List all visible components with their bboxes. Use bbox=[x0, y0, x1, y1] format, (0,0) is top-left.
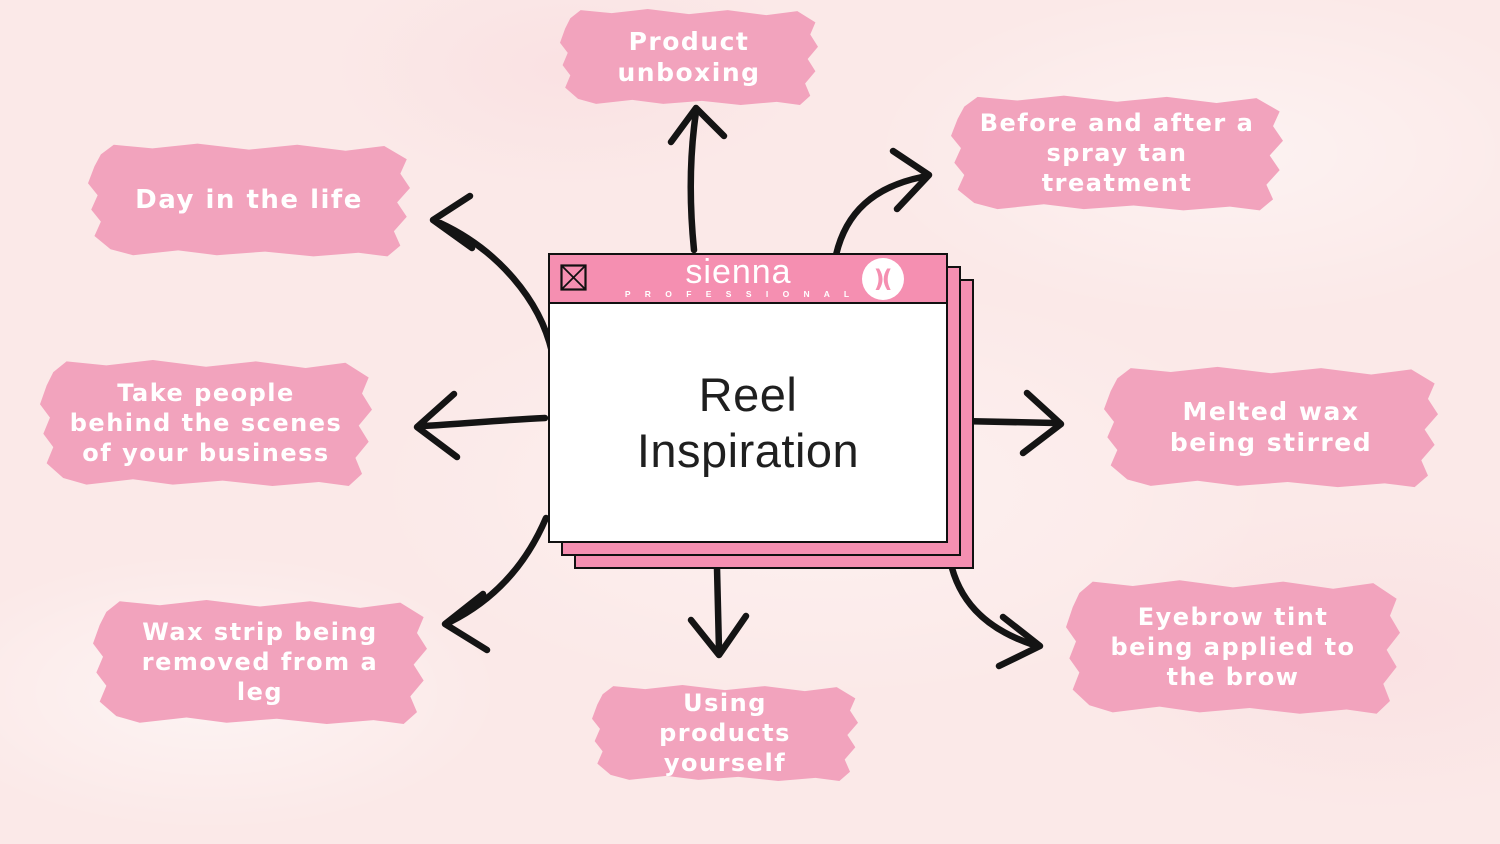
node-label: Before and after a spray tan treatment bbox=[979, 109, 1255, 197]
node-label: Eyebrow tint being applied to the brow bbox=[1110, 603, 1356, 691]
card-header: sienna P R O F E S S I O N A L )( bbox=[550, 255, 946, 304]
arrow-lower-right bbox=[946, 556, 1044, 670]
node-label: Take people behind the scenes of your bu… bbox=[69, 379, 343, 467]
brand-wordmark: sienna bbox=[685, 253, 792, 292]
x-box-icon bbox=[560, 264, 587, 291]
page-title: Reel Inspiration bbox=[637, 367, 859, 478]
node-day-in-the-life: Day in the life bbox=[88, 143, 410, 257]
arrow-upper-right bbox=[832, 147, 933, 259]
arrow-up bbox=[667, 104, 728, 254]
brand-text: sienna P R O F E S S I O N A L bbox=[622, 253, 856, 300]
node-label: Using products yourself bbox=[659, 689, 791, 777]
arrow-upper-left bbox=[429, 192, 556, 356]
brand-subtitle: P R O F E S S I O N A L bbox=[624, 289, 856, 300]
arrow-right bbox=[956, 389, 1065, 457]
node-label: Day in the life bbox=[135, 184, 363, 215]
node-melted-wax-stirred: Melted wax being stirred bbox=[1104, 366, 1438, 488]
node-before-after-spraytan: Before and after a spray tan treatment bbox=[951, 95, 1283, 211]
node-using-products: Using products yourself bbox=[592, 685, 858, 781]
node-product-unboxing: Product unboxing bbox=[560, 9, 818, 105]
sienna-x-monogram-icon: )( bbox=[862, 257, 905, 300]
card-body: Reel Inspiration bbox=[550, 304, 946, 541]
center-card: sienna P R O F E S S I O N A L )( Reel I… bbox=[548, 253, 948, 543]
node-eyebrow-tint-applied: Eyebrow tint being applied to the brow bbox=[1066, 580, 1400, 714]
page-title-line-2: Inspiration bbox=[636, 423, 860, 477]
arrow-lower-left bbox=[441, 514, 550, 654]
brand-logo: sienna P R O F E S S I O N A L )( bbox=[622, 253, 905, 300]
node-label: Wax strip being removed from a leg bbox=[141, 618, 379, 706]
node-behind-the-scenes: Take people behind the scenes of your bu… bbox=[40, 360, 372, 486]
node-label: Product unboxing bbox=[617, 26, 761, 87]
node-wax-strip-removed: Wax strip being removed from a leg bbox=[93, 599, 427, 725]
node-label: Melted wax being stirred bbox=[1169, 396, 1373, 457]
arrow-down bbox=[687, 564, 750, 659]
page-title-line-1: Reel bbox=[698, 368, 798, 422]
arrow-left bbox=[413, 390, 549, 461]
